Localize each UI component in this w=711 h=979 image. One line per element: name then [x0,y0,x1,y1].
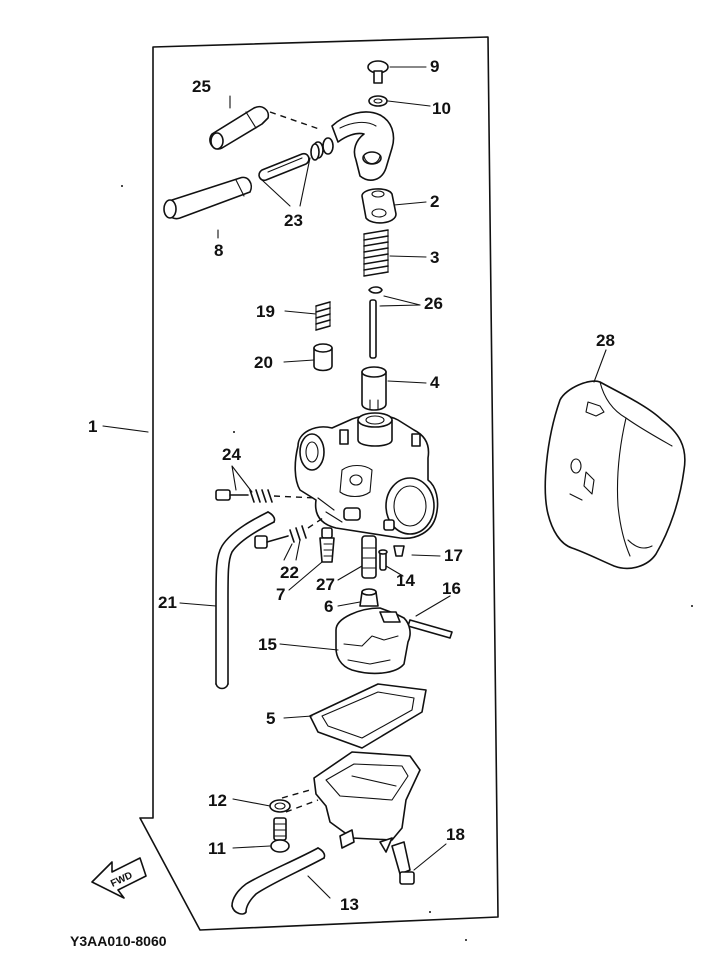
alignment-line [269,111,323,131]
jet-holder-part [361,535,377,579]
label-19: 19 [256,302,275,321]
label-23: 23 [284,211,303,230]
alignment-line [307,515,327,529]
label-15: 15 [258,635,277,654]
label-4: 4 [430,373,440,392]
drain-screw-part [391,841,415,885]
label-2: 2 [430,192,439,211]
label-3: 3 [430,248,439,267]
label-13: 13 [340,895,359,914]
small-spring-part [315,301,331,331]
label-10: 10 [432,99,451,118]
label-25: 25 [192,77,211,96]
leader-lines [102,66,607,899]
label-8: 8 [214,241,223,260]
label-17: 17 [444,546,463,565]
carburetor-body [294,412,439,540]
label-22: 22 [280,563,299,582]
cable-plate-part [361,188,397,224]
jet-needle-part [368,286,383,359]
o-ring-part [269,799,291,813]
label-6: 6 [324,597,333,616]
throttle-valve-part [361,366,387,411]
carburetor-cover-part [544,380,686,570]
forward-arrow-icon: FWD [91,857,147,899]
label-27: 27 [316,575,335,594]
cable-boot-part [209,105,270,150]
cable-sleeve-part [258,143,320,182]
plunger-part [313,343,333,372]
float-part [335,607,411,675]
gasket-part [309,683,427,749]
screw-part [367,60,389,84]
label-1: 1 [88,417,97,436]
needle-jet-part [319,527,335,563]
spring-part [363,229,389,277]
label-28: 28 [596,331,615,350]
label-5: 5 [266,709,275,728]
diagram-code: Y3AA010-8060 [70,933,167,949]
throttle-cable-elbow [331,111,395,181]
scan-specks [121,185,693,941]
float-bowl-part [313,751,421,853]
alignment-line [281,789,319,813]
main-jet-part [359,588,379,607]
label-9: 9 [430,57,439,76]
label-7: 7 [276,585,285,604]
label-24: 24 [222,445,241,464]
float-pin-part [407,619,453,639]
idle-screw-part [215,489,273,503]
label-14: 14 [396,571,415,590]
drain-hose-part [231,847,326,915]
label-20: 20 [254,353,273,372]
alignment-line [273,495,317,499]
pilot-jet-part [378,549,388,571]
starter-jet-part [393,545,405,557]
label-26: 26 [424,294,443,313]
label-16: 16 [442,579,461,598]
pilot-screw-part [254,525,307,549]
label-11: 11 [208,839,226,858]
label-12: 12 [208,791,227,810]
cable-tube-part [163,176,253,220]
washer-part [368,95,388,107]
label-21: 21 [158,593,177,612]
label-18: 18 [446,825,465,844]
bowl-screw-part [270,817,290,853]
assembly-frame [139,36,499,931]
overflow-hose-part [215,511,276,690]
